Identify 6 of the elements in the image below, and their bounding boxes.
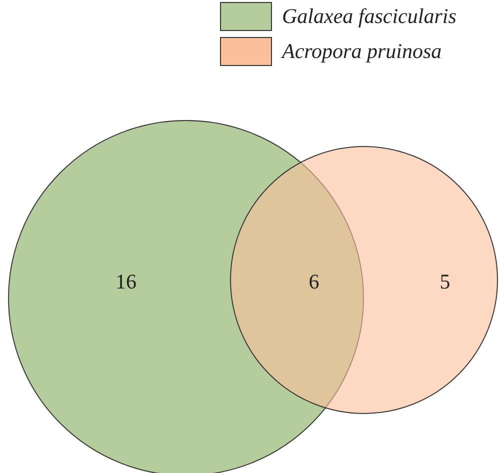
- count-label: 5: [440, 272, 450, 292]
- legend-label: Galaxea fascicularis: [282, 4, 456, 29]
- count-label: 6: [308, 272, 320, 292]
- legend-label: Acropora pruinosa: [282, 39, 442, 64]
- venn-circle: [230, 146, 498, 414]
- count-label: 16: [116, 272, 136, 292]
